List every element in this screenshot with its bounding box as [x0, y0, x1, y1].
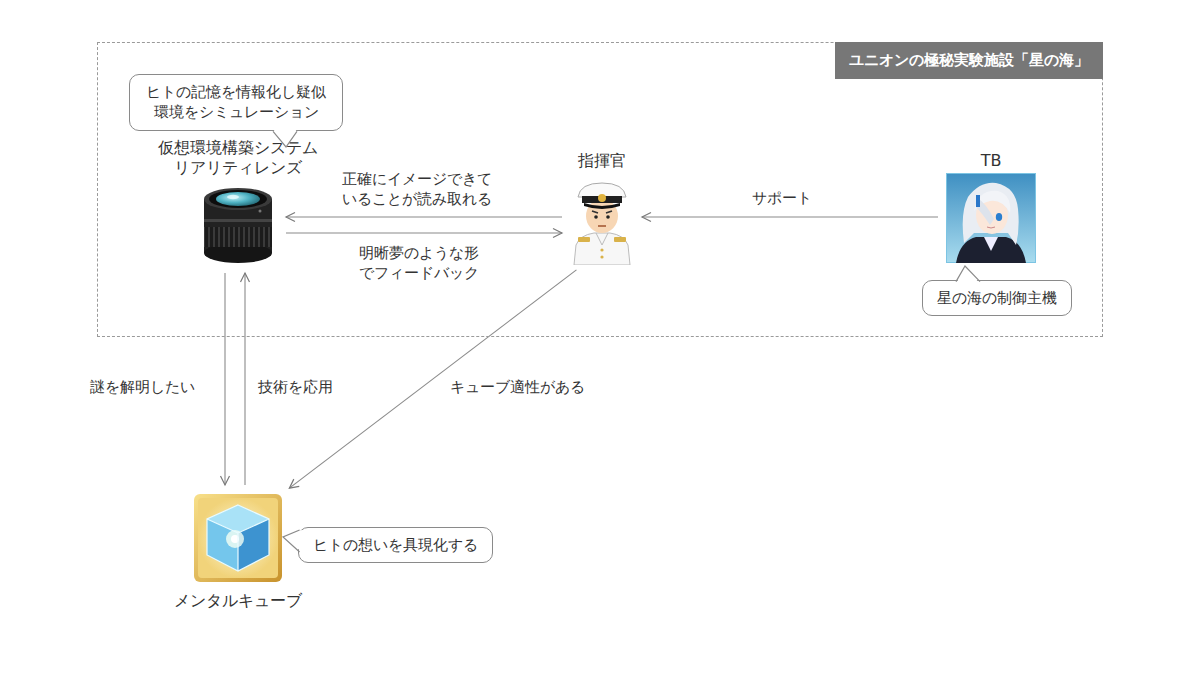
edge-label: 正確にイメージできていることが読み取れる	[340, 169, 499, 210]
person-node: TB	[946, 151, 1036, 263]
edge-label: サポート	[750, 188, 814, 208]
callout-bubble: ヒトの記憶を情報化し疑似環境をシミュレーション	[129, 74, 344, 131]
connector-arrow	[289, 270, 576, 488]
node-label: メンタルキューブ	[174, 591, 302, 611]
region-title: ユニオンの極秘実験施設「星の海」	[835, 42, 1103, 79]
connector-arrow	[286, 232, 562, 233]
connector-arrow	[244, 273, 245, 485]
edge-label: キューブ適性がある	[448, 377, 587, 397]
callout-text: ヒトの想いを具現化する	[313, 535, 478, 555]
tb-portrait	[946, 173, 1036, 263]
callout-tail	[955, 264, 981, 284]
callout-text: ヒトの記憶を情報化し疑似環境をシミュレーション	[144, 82, 329, 123]
person-node: 指揮官	[570, 151, 634, 265]
callout-tail-fill	[956, 266, 980, 284]
node-label: 指揮官	[578, 151, 626, 171]
commander-icon	[570, 179, 634, 265]
callout-bubble: 星の海の制御主機	[922, 280, 1072, 316]
connector-arrow	[286, 216, 562, 217]
callout-tail	[282, 529, 302, 553]
edge-label: 明晰夢のような形でフィードバック	[357, 243, 486, 284]
connector-arrow	[642, 216, 938, 217]
lens-icon	[198, 181, 278, 265]
callout-tail	[272, 129, 298, 149]
item-node: メンタルキューブ	[174, 493, 302, 611]
system-node: 仮想環境構築システム リアリティレンズ	[153, 138, 323, 265]
node-label: TB	[981, 151, 1002, 171]
mental-cube-icon	[193, 493, 283, 583]
edge-label: 技術を応用	[256, 377, 335, 397]
callout-tail-outline	[283, 530, 300, 552]
node-label: 仮想環境構築システム リアリティレンズ	[153, 138, 323, 178]
callout-tail-fill	[283, 530, 302, 552]
facility-region: ユニオンの極秘実験施設「星の海」ヒトの記憶を情報化し疑似環境をシミュレーション仮…	[97, 42, 1103, 337]
connector-arrow	[224, 273, 225, 485]
callout-tail-outline	[956, 266, 980, 282]
edge-label: 謎を解明したい	[88, 377, 197, 397]
callout-text: 星の海の制御主機	[937, 288, 1057, 308]
callout-bubble: ヒトの想いを具現化する	[298, 527, 493, 563]
